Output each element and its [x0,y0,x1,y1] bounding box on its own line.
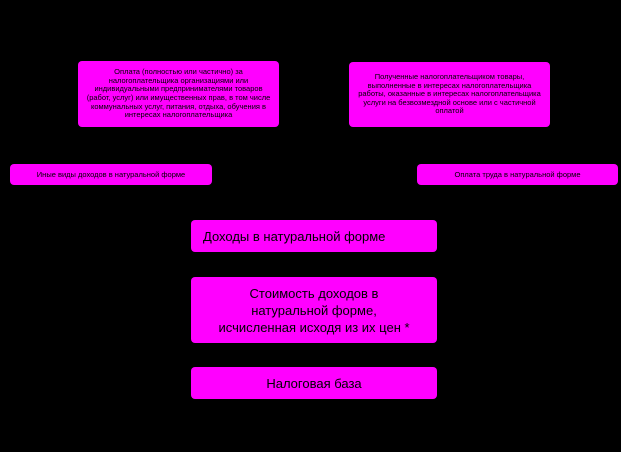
payment-by-third-party-box: Оплата (полностью или частично) за налог… [78,61,279,127]
value-of-income-box: Стоимость доходов в натуральной форме, и… [191,277,437,343]
other-income-box: Иные виды доходов в натуральной форме [10,164,212,185]
goods-received-box: Полученные налогоплательщиком товары, вы… [349,62,550,127]
income-in-kind-box: Доходы в натуральной форме [191,220,437,252]
wages-in-kind-box: Оплата труда в натуральной форме [417,164,618,185]
tax-base-box: Налоговая база [191,367,437,399]
